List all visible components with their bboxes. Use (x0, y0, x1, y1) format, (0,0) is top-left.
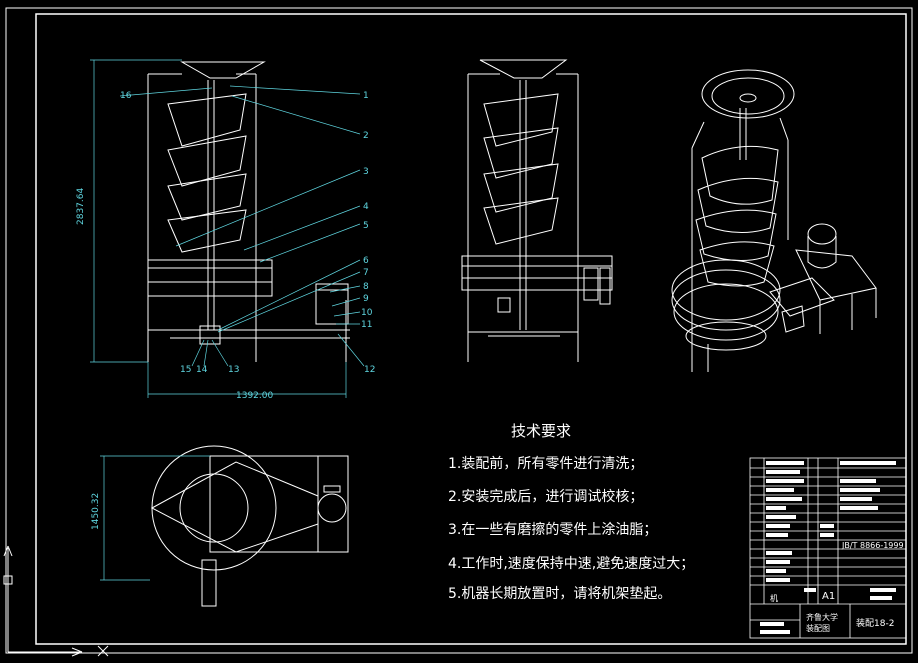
part-label: 4 (363, 202, 369, 212)
title-block-filled-cells (760, 461, 896, 634)
part-label: 7 (363, 268, 369, 278)
top-view (150, 445, 349, 607)
part-label: 16 (120, 91, 132, 101)
title-block (749, 457, 907, 639)
requirement-item: 2.安装完成后，进行调试校核； (448, 489, 644, 505)
part-label: 8 (363, 282, 369, 292)
dimension-lines-top (100, 455, 210, 581)
part-label: 3 (363, 167, 369, 177)
part-number-labels: 1 2 3 4 5 6 7 8 9 10 11 12 13 14 15 16 (120, 91, 375, 375)
standard-reference: JB/T 8866-1999 (841, 541, 904, 550)
dimension-lines-front (90, 59, 365, 398)
height-dimension: 2837.64 (76, 188, 86, 225)
part-label: 14 (196, 365, 208, 375)
part-label: 9 (363, 294, 369, 304)
depth-dimension: 1450.32 (91, 493, 101, 530)
scale-label: A1 (822, 591, 835, 602)
part-label: 13 (228, 365, 239, 375)
part-label: 5 (363, 221, 369, 231)
part-label: 1 (363, 91, 369, 101)
part-label: 10 (361, 308, 373, 318)
requirement-item: 5.机器长期放置时，请将机架垫起。 (448, 586, 672, 602)
title-block-text: JB/T 8866-1999 A1 机 齐鲁大学 装配图 装配18-2 (770, 541, 904, 633)
drawing-number: 装配18-2 (856, 617, 894, 629)
inner-border (35, 13, 907, 645)
part-label: 11 (361, 320, 372, 330)
item-label: 机 (770, 593, 778, 603)
part-label: 2 (363, 131, 369, 141)
drawing-name: 装配图 (806, 623, 830, 633)
requirement-item: 1.装配前，所有零件进行清洗； (448, 456, 644, 472)
front-view (147, 61, 350, 362)
side-view (461, 59, 613, 362)
outer-border (5, 7, 913, 654)
requirement-item: 3.在一些有磨擦的零件上涂油脂； (448, 522, 658, 538)
school-name: 齐鲁大学 (806, 612, 838, 622)
part-label: 12 (364, 365, 375, 375)
part-label: 15 (180, 365, 191, 375)
width-dimension: 1392.00 (236, 391, 273, 401)
isometric-view (671, 69, 877, 372)
tech-requirements-title: 技术要求 (511, 422, 572, 440)
ucs-icon (3, 545, 109, 657)
part-label: 6 (363, 256, 369, 266)
requirement-item: 4.工作时,速度保持中速,避免速度过大； (448, 556, 695, 572)
